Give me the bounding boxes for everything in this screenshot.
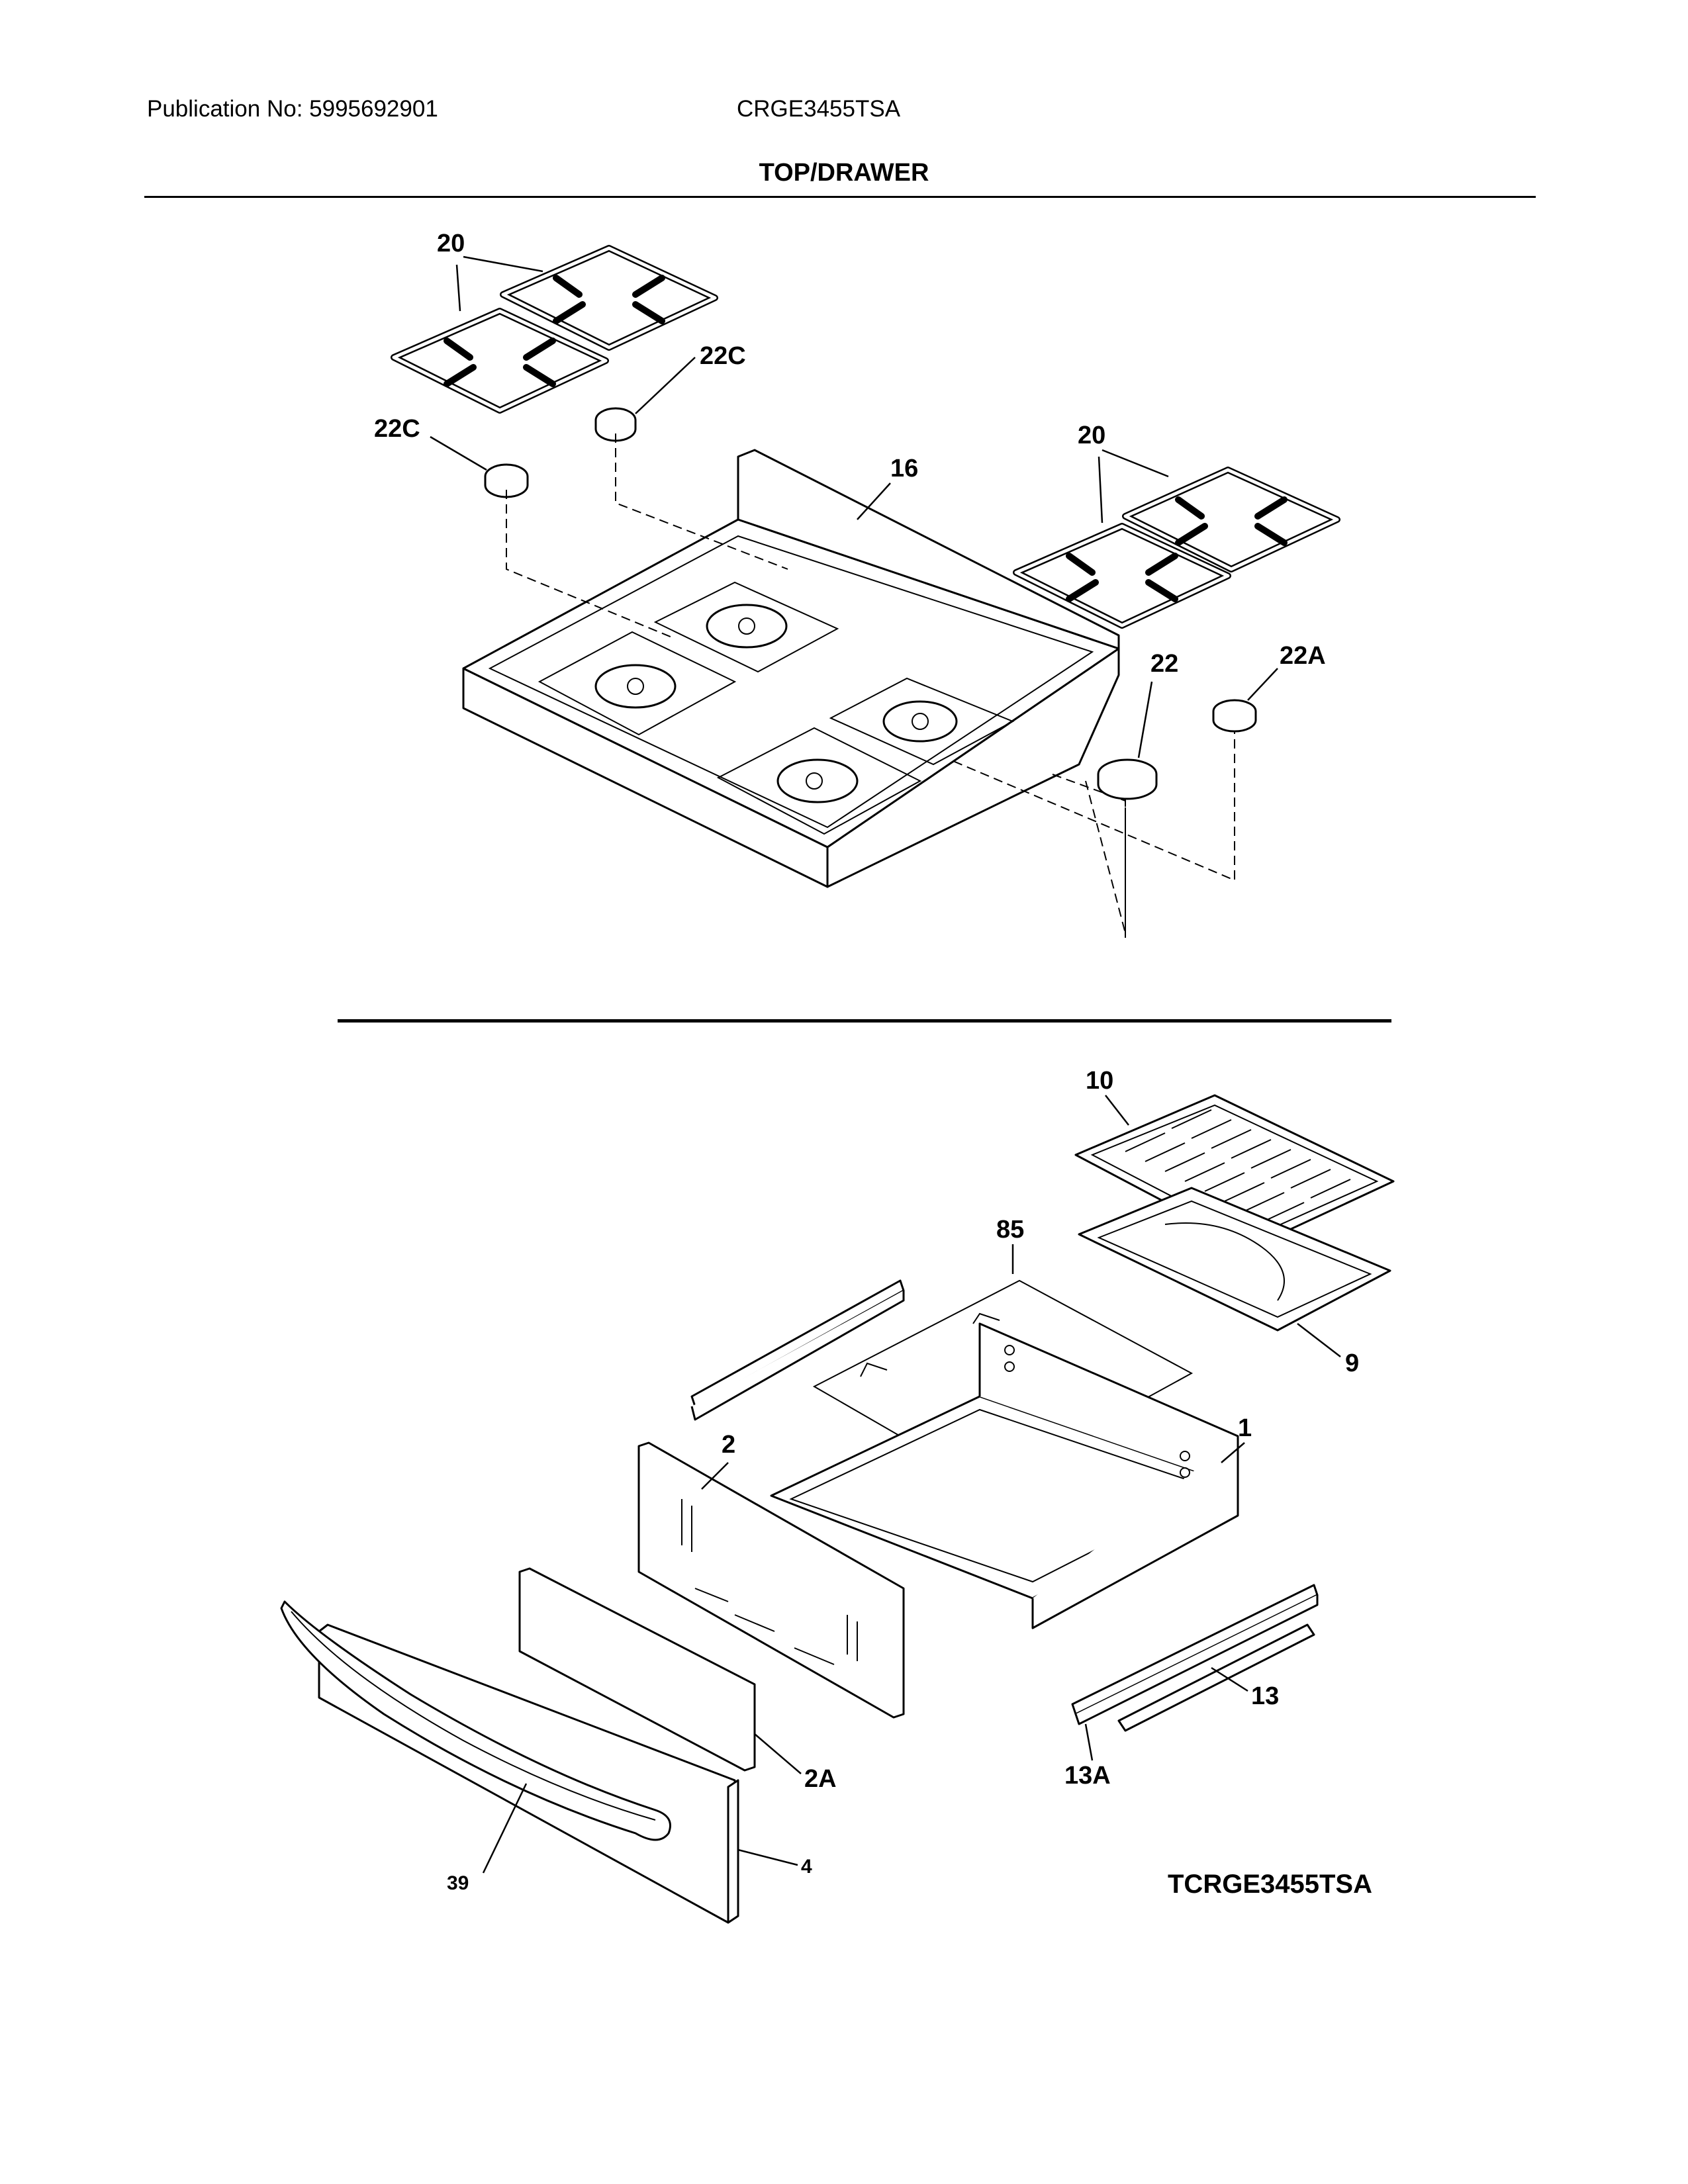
callout-22C-rear: 22C [700, 342, 746, 370]
callout-13A: 13A [1064, 1762, 1111, 1790]
header-rule [144, 196, 1536, 198]
cooktop [462, 449, 1120, 888]
callout-85: 85 [996, 1216, 1024, 1244]
model-number: CRGE3455TSA [737, 96, 901, 122]
broiler-pan [1078, 1187, 1391, 1332]
left-drawer-slide [690, 1279, 905, 1421]
callout-13: 13 [1251, 1682, 1279, 1710]
right-grate-pair [1013, 467, 1340, 629]
right-drawer-slide [1071, 1584, 1319, 1732]
callout-16: 16 [890, 455, 918, 482]
callout-22: 22 [1150, 650, 1178, 678]
callout-9: 9 [1345, 1349, 1359, 1377]
callout-10: 10 [1086, 1067, 1113, 1095]
callout-22A: 22A [1280, 642, 1326, 670]
cap-left-rear [594, 407, 637, 442]
svg-text:20: 20 [437, 230, 465, 257]
cap-left-front [484, 463, 529, 498]
broiler-grid [1074, 1094, 1395, 1249]
drawer-liner [518, 1567, 756, 1772]
callout-2: 2 [722, 1431, 735, 1459]
diagram-identifier: TCRGE3455TSA [1168, 1870, 1372, 1899]
callout-4: 4 [801, 1856, 812, 1878]
publication-number: Publication No: 5995692901 [147, 96, 438, 122]
svg-text:20: 20 [1078, 422, 1105, 449]
section-title: TOP/DRAWER [759, 159, 929, 187]
callout-20-right: 20 [1078, 422, 1169, 523]
callout-22C-front: 22C [374, 415, 420, 443]
cap-right-rear [1212, 699, 1257, 733]
left-grate-pair [391, 245, 718, 414]
cap-right-front [1097, 758, 1158, 800]
section-divider [338, 1019, 1391, 1023]
callout-39: 39 [447, 1872, 469, 1894]
callout-20-left: 20 [437, 230, 543, 312]
drawer-pan [770, 1322, 1239, 1629]
drawer-handle [280, 1600, 671, 1841]
callout-2A: 2A [804, 1765, 837, 1793]
drawer-back-panel [637, 1441, 905, 1719]
callout-1: 1 [1238, 1414, 1252, 1442]
